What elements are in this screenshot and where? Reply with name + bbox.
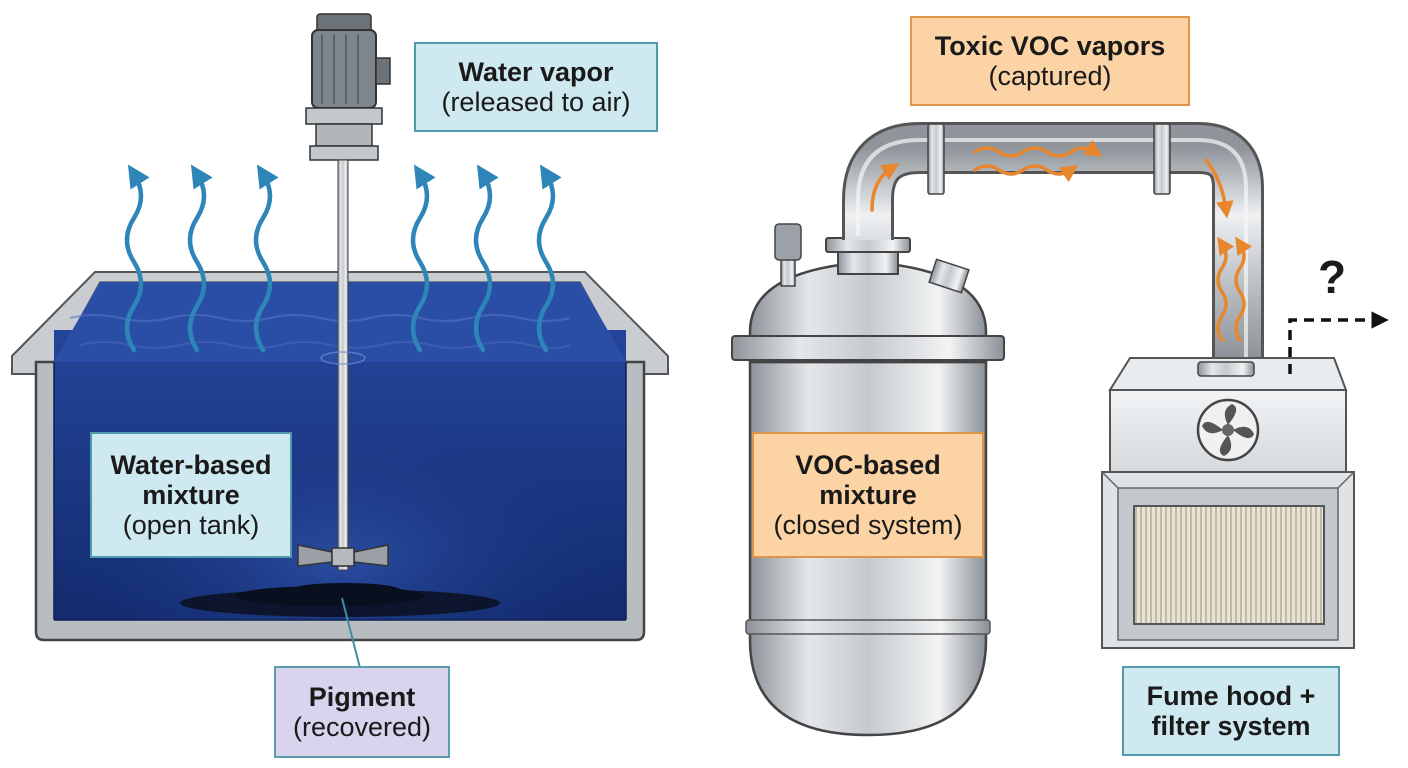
water-mixture-subtitle: (open tank) <box>122 510 260 541</box>
pigment-title: Pigment <box>308 681 416 712</box>
pigment-label: Pigment (recovered) <box>274 666 450 758</box>
fume-hood-title-line2: filter system <box>1151 711 1311 741</box>
voc-mixture-subtitle: (closed system) <box>773 510 963 541</box>
fume-hood-title-line1: Fume hood + <box>1146 680 1316 711</box>
toxic-voc-label: Toxic VOC vapors (captured) <box>910 16 1190 106</box>
exhaust-pipe <box>842 122 1264 372</box>
water-vapor-arrows <box>124 164 562 353</box>
vapor-arrow-icon <box>536 164 562 353</box>
vapor-arrow-icon <box>410 164 436 353</box>
water-vapor-subtitle: (released to air) <box>441 87 631 117</box>
fume-hood <box>1101 357 1355 649</box>
voc-flow-arrows <box>870 139 1253 342</box>
toxic-voc-title: Toxic VOC vapors <box>934 30 1166 61</box>
fan-icon <box>1196 398 1260 462</box>
water-vapor-title: Water vapor <box>458 56 614 87</box>
water-mixture-title-line2: mixture <box>142 479 240 510</box>
filter-icon <box>1133 505 1325 625</box>
vapor-arrow-icon <box>124 164 150 353</box>
vapor-arrow-icon <box>253 164 279 353</box>
mixer <box>297 13 391 571</box>
water-mixture-label: Water-based mixture (open tank) <box>90 432 292 558</box>
water-mixture-title-line1: Water-based <box>110 449 272 480</box>
unknown-exhaust-question-mark: ? <box>1318 251 1347 303</box>
toxic-voc-subtitle: (captured) <box>988 61 1112 91</box>
voc-mixture-title-line1: VOC-based <box>795 449 941 480</box>
exhaust-arrow-icon <box>1288 311 1389 374</box>
voc-mixture-title-line2: mixture <box>819 479 917 510</box>
fume-hood-label: Fume hood + filter system <box>1122 666 1340 756</box>
pigment-leader-line <box>341 597 361 669</box>
voc-mixture-label: VOC-based mixture (closed system) <box>752 432 984 558</box>
vapor-arrow-icon <box>187 164 213 353</box>
water-vapor-label: Water vapor (released to air) <box>414 42 658 132</box>
pigment-pile <box>180 583 500 617</box>
pigment-subtitle: (recovered) <box>292 712 432 742</box>
vapor-arrow-icon <box>473 164 499 353</box>
